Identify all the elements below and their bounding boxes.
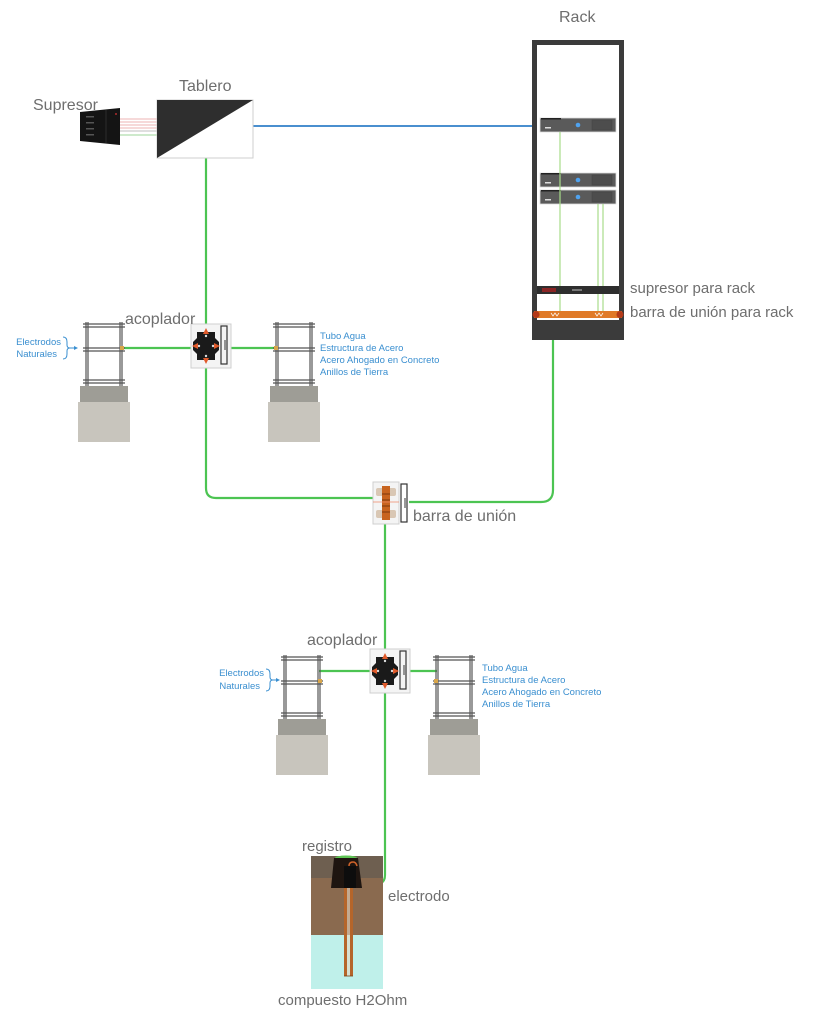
wires [120, 118, 555, 886]
acoplador-to-barra-wire [204, 367, 375, 500]
tablero-panel [156, 99, 254, 159]
concrete-footing [428, 735, 480, 775]
rack-cabinet [532, 40, 624, 340]
electrodo-label: electrodo [388, 888, 450, 905]
electrode-type: Tubo Agua [482, 663, 528, 674]
ground-electrode-pit [311, 855, 383, 989]
supresor-device [80, 108, 120, 145]
natural-electrodes-top-right: Tubo Agua Estructura de Acero Acero Ahog… [320, 331, 439, 378]
acoplador-top [190, 323, 232, 369]
electrode-type: Estructura de Acero [482, 675, 565, 686]
natural-label-line: Naturales [16, 349, 57, 360]
electrode-type: Tubo Agua [320, 331, 366, 342]
rack-supresor-label: supresor para rack [630, 280, 756, 297]
concrete-footing [78, 402, 130, 442]
acoplador-bottom-label: acoplador [307, 632, 378, 649]
structure-top-right [268, 322, 320, 442]
rack-bus-bar [532, 311, 624, 318]
electrode-type: Anillos de Tierra [482, 699, 551, 710]
rack-server-3 [539, 189, 617, 205]
concrete-cap [430, 719, 478, 735]
rack-supresor [537, 286, 619, 294]
concrete-cap [278, 719, 326, 735]
registro-label: registro [302, 838, 352, 855]
acoplador-bottom [369, 648, 411, 694]
supresor-wires [120, 118, 157, 136]
electrode-rod [344, 888, 353, 977]
structure-top-left [78, 322, 130, 442]
rack-server-1 [539, 117, 617, 133]
rack-label: Rack [559, 9, 596, 26]
natural-electrodes-top-left: Electrodos Naturales [16, 336, 78, 360]
clamp-icon [434, 679, 438, 683]
compuesto-label: compuesto H2Ohm [278, 992, 407, 1009]
supresor-label: Supresor [33, 97, 99, 114]
rack-server-2 [539, 172, 617, 188]
clamp-icon [318, 679, 322, 683]
natural-electrodes-bottom-right: Tubo Agua Estructura de Acero Acero Ahog… [482, 663, 601, 710]
clamp-icon [120, 346, 124, 350]
electrode-type: Acero Ahogado en Concreto [320, 355, 439, 366]
clamp-icon [274, 346, 278, 350]
natural-electrodes-bottom-left: Electrodos Naturales [219, 668, 280, 692]
barra-de-union-label: barra de unión [413, 508, 516, 525]
electrode-type: Anillos de Tierra [320, 367, 389, 378]
natural-label-line: Naturales [219, 681, 260, 692]
natural-electrode-structures [78, 322, 480, 775]
electrode-type: Estructura de Acero [320, 343, 403, 354]
brace-icon [62, 336, 71, 360]
concrete-cap [270, 386, 318, 402]
concrete-footing [276, 735, 328, 775]
registro-box [331, 855, 362, 888]
concrete-cap [80, 386, 128, 402]
acoplador-top-label: acoplador [125, 311, 196, 328]
natural-label-line: Electrodos [219, 668, 264, 679]
structure-bottom-right [428, 655, 480, 775]
tablero-label: Tablero [179, 78, 232, 95]
rack-bus-bar-label: barra de unión para rack [630, 304, 794, 321]
barra-de-union [372, 481, 408, 525]
natural-label-line: Electrodos [16, 337, 61, 348]
brace-icon [265, 668, 274, 692]
concrete-footing [268, 402, 320, 442]
acoplador-to-electrode-wire [354, 692, 387, 886]
rack-to-barra-wire [409, 322, 555, 504]
electrode-type: Acero Ahogado en Concreto [482, 687, 601, 698]
structure-bottom-left [276, 655, 328, 775]
